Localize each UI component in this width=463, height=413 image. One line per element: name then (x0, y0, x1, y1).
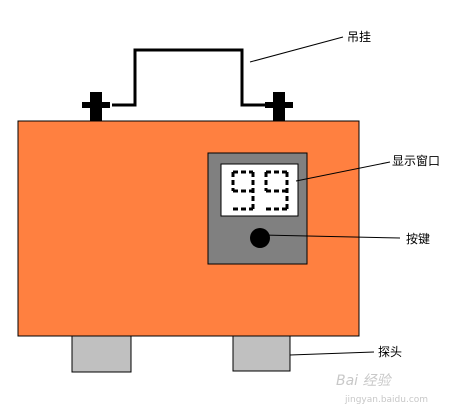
leader-button (261, 234, 401, 239)
label-button: 按键 (406, 232, 430, 246)
instrument-body (17, 120, 360, 337)
watermark-logo: Bai 经验 (336, 373, 393, 389)
digit-1 (231, 170, 255, 211)
hanger-handle (112, 48, 270, 107)
watermark-url: jingyan.baidu.com (344, 395, 428, 405)
probe-left (71, 335, 132, 373)
label-probe: 探头 (378, 345, 402, 359)
leader-probe (289, 351, 375, 356)
label-hanger: 吊挂 (347, 30, 371, 44)
mount-post-left-cap (82, 102, 110, 108)
mount-post-right-cap (265, 102, 293, 108)
leader-hanger (249, 36, 344, 63)
probe-right (232, 335, 291, 372)
leader-display (295, 161, 391, 182)
baidu-watermark: Bai 经验 jingyan.baidu.com (336, 373, 428, 405)
round-button (250, 228, 270, 248)
label-display-window: 显示窗口 (392, 154, 440, 168)
digit-2 (264, 170, 289, 211)
